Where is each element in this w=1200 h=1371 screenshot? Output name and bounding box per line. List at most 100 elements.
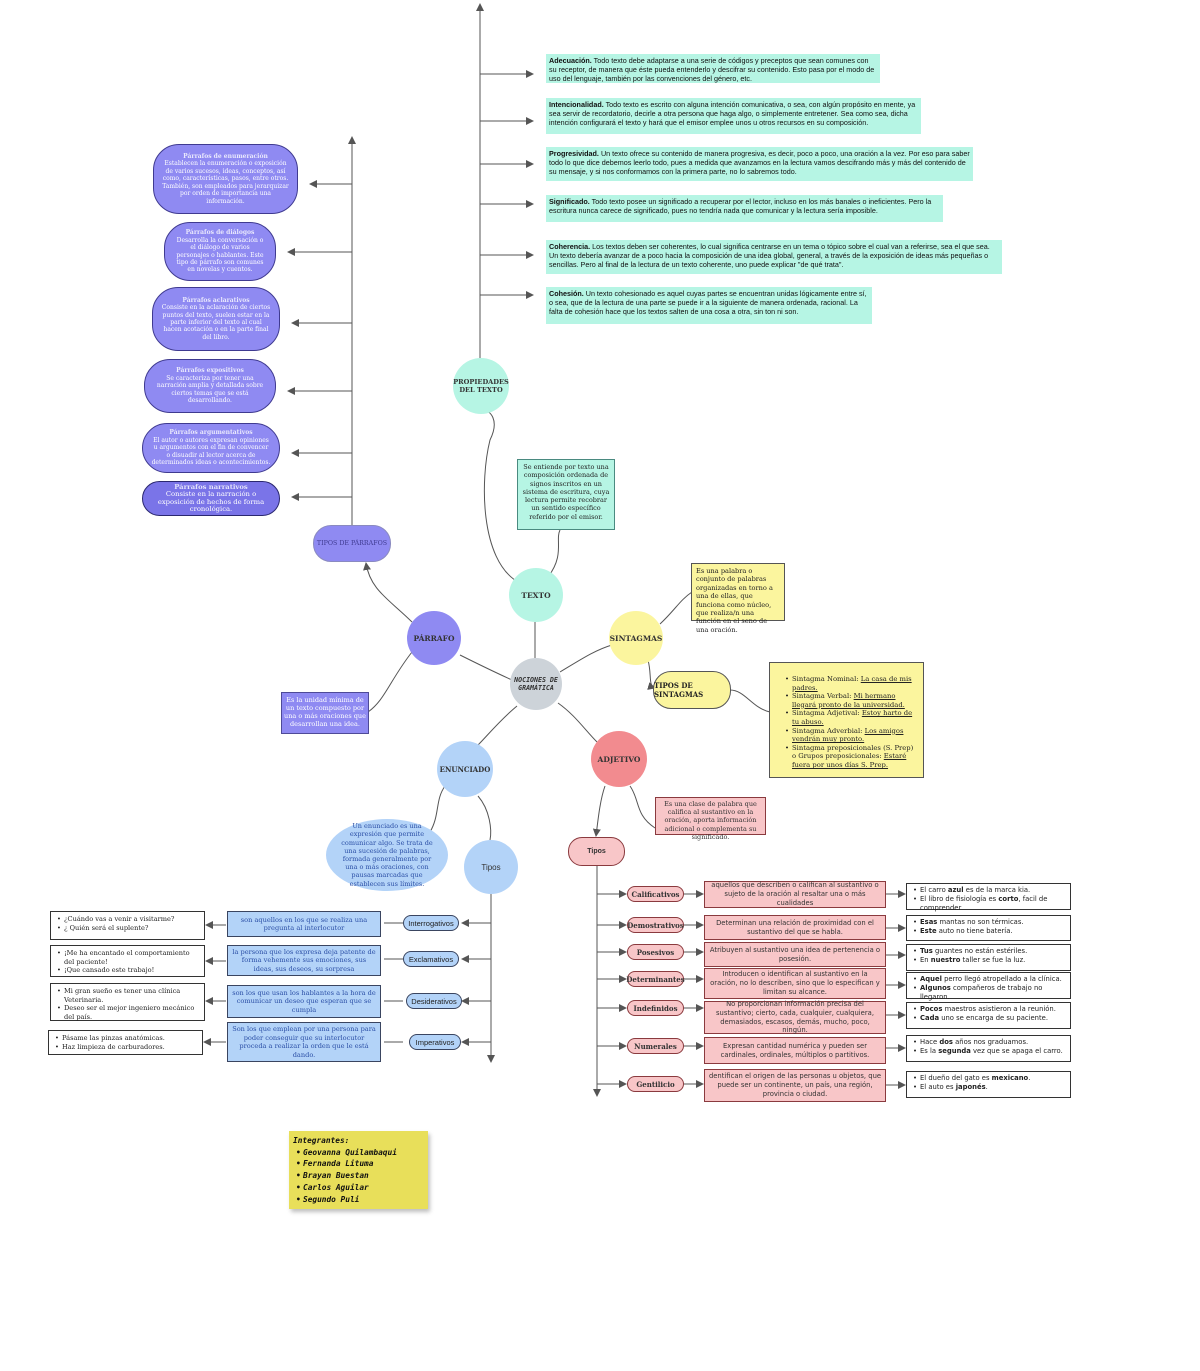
- adjetivo-tipo-4[interactable]: Indefinidos: [627, 1000, 684, 1016]
- enunciado-ejemplos-exclamativos: ¡Me ha encantado el comportamiento del p…: [50, 945, 205, 977]
- adjetivo-desc-text: Expresan cantidad numérica y pueden ser …: [720, 1041, 870, 1059]
- ejemplo-adjetivo: japonés: [955, 1083, 986, 1091]
- ejemplo-texto: uno se encarga de su paciente.: [939, 1014, 1048, 1022]
- adjetivo-desc-text: dentifican el origen de las personas u o…: [708, 1072, 882, 1098]
- ejemplo: ¿Cuándo vas a venir a visitarme?: [57, 915, 199, 924]
- ejemplo-texto: .: [1028, 1074, 1031, 1082]
- parrafo-tipo-title: Párrafos aclarativos: [182, 296, 250, 304]
- ejemplo-adjetivo: Algunos: [920, 984, 951, 992]
- ejemplo-adjetivo: Cada: [920, 1014, 940, 1022]
- sintagma-item: Sintagma Adverbial: Los amigos vendrán m…: [785, 727, 917, 744]
- enunciado-definition-text: Un enunciado es una expresión que permit…: [341, 822, 433, 888]
- enunciado-tipo-exclamativos[interactable]: Exclamativos: [403, 951, 459, 967]
- tipos-parrafos-label: TIPOS DE PÁRRAFOS: [316, 540, 388, 547]
- parrafo-narrativos: Párrafos narrativos Consiste en la narra…: [142, 481, 280, 516]
- ejemplo: Este auto no tiene batería.: [913, 927, 1065, 936]
- tipos-sintagmas-node[interactable]: TIPOS DE SINTAGMAS: [653, 671, 731, 709]
- ejemplo-texto: En: [920, 956, 931, 964]
- adjetivo-tipos-node[interactable]: Tipos: [568, 837, 625, 866]
- ejemplo: El dueño del gato es mexicano.: [913, 1074, 1065, 1083]
- ejemplo-texto: auto no tiene batería.: [936, 927, 1013, 935]
- center-node[interactable]: NOCIONES DE GRAMÁTICA: [510, 658, 562, 710]
- parrafo-tipo-title: Párrafos argumentativos: [169, 429, 253, 437]
- sintagma-example: Mi hermano llegará pronto de la universi…: [792, 692, 905, 709]
- ejemplo: Haz limpieza de carburadores.: [55, 1043, 197, 1052]
- propiedad-cohesion: Cohesión. Un texto cohesionado es aquel …: [546, 287, 872, 324]
- propiedad-term: Adecuación.: [549, 56, 592, 65]
- adjetivo-tipo-2[interactable]: Posesivos: [627, 944, 684, 960]
- sintagma-name: Sintagma Verbal:: [792, 692, 852, 701]
- adjetivo-ejemplos: El carro azul es de la marca kia.El libr…: [906, 883, 1071, 913]
- adjetivo-ejemplos: Tus guantes no están estériles.En nuestr…: [906, 944, 1071, 971]
- adjetivo-tipo-5[interactable]: Numerales: [627, 1038, 684, 1054]
- adjetivo-ejemplos: Aquel perro llegó atropellado a la clíni…: [906, 972, 1071, 1001]
- parrafo-tipo-text: Se caracteriza por tener una narración a…: [156, 374, 264, 405]
- adjetivo-tipo-3[interactable]: Determinantes: [626, 971, 685, 987]
- adjetivo-tipo-label: Determinantes: [626, 974, 685, 984]
- enunciado-tipo-desiderativos[interactable]: Desiderativos: [406, 993, 462, 1009]
- enunciado-tipo-interrogativos[interactable]: Interrogativos: [403, 915, 459, 931]
- ejemplo: Hace dos años nos graduamos.: [913, 1038, 1065, 1047]
- enunciado-label: ENUNCIADO: [439, 764, 491, 774]
- parrafo-label: PÁRRAFO: [413, 633, 455, 643]
- adjetivo-node[interactable]: ADJETIVO: [591, 731, 647, 787]
- adjetivo-desc: No proporcionan información precisa del …: [704, 1000, 886, 1034]
- ejemplo-adjetivo: dos: [939, 1038, 953, 1046]
- ejemplo-texto: El auto es: [920, 1083, 956, 1091]
- propiedad-term: Progresividad.: [549, 149, 599, 158]
- texto-label: TEXTO: [521, 590, 551, 600]
- propiedad-term: Intencionalidad.: [549, 100, 604, 109]
- ejemplo-adjetivo: Aquel: [920, 975, 942, 983]
- sintagma-example: Estoy harto de tu abuso.: [792, 709, 913, 726]
- enunciado-node[interactable]: ENUNCIADO: [437, 741, 493, 797]
- parrafo-tipo-title: Párrafos de enumeración: [183, 153, 268, 161]
- propiedad-term: Significado.: [549, 197, 590, 206]
- parrafo-node[interactable]: PÁRRAFO: [407, 611, 461, 665]
- ejemplo: Aquel perro llegó atropellado a la clíni…: [913, 975, 1065, 984]
- adjetivo-desc-text: Determinan una relación de proximidad co…: [716, 918, 874, 936]
- propiedad-term: Coherencia.: [549, 242, 591, 251]
- ejemplo-adjetivo: Esas: [920, 918, 938, 926]
- sintagma-item: Sintagma Nominal: La casa de mis padres.: [785, 675, 917, 692]
- propiedades-node[interactable]: PROPIEDADES DEL TEXTO: [453, 358, 509, 414]
- integrante-name: Fernanda Lituma: [296, 1158, 424, 1170]
- adjetivo-tipo-6[interactable]: Gentilicio: [627, 1076, 684, 1092]
- parrafo-enumeracion: Párrafos de enumeración Establecen la en…: [153, 144, 298, 214]
- propiedad-coherencia: Coherencia. Los textos deben ser coheren…: [546, 240, 1002, 274]
- ejemplo-texto: es de la marca kia.: [963, 886, 1031, 894]
- ejemplo-texto: compañeros de trabajo no llegaron.: [920, 984, 1043, 1001]
- sintagmas-node[interactable]: SINTAGMAS: [609, 611, 663, 665]
- sintagma-item: Sintagma Adjetival: Estoy harto de tu ab…: [785, 709, 917, 726]
- parrafo-argumentativos: Párrafos argumentativos El autor o autor…: [142, 423, 280, 473]
- adjetivo-tipo-1[interactable]: Demostrativos: [627, 917, 684, 933]
- ejemplo: ¡Me ha encantado el comportamiento del p…: [57, 949, 199, 966]
- enunciado-tipo-label: Desiderativos: [411, 996, 457, 1006]
- enunciado-desc-imperativos: Son los que emplean por una persona para…: [227, 1022, 381, 1062]
- ejemplo-texto: .: [985, 1083, 988, 1091]
- ejemplo: En nuestro taller se fue la luz.: [913, 956, 1065, 965]
- adjetivo-tipo-0[interactable]: Calificativos: [627, 886, 684, 902]
- integrante-name: Geovanna Quilambaqui: [296, 1147, 424, 1159]
- enunciado-tipos-node[interactable]: Tipos: [464, 840, 518, 894]
- sintagma-name: Sintagma Adjetival:: [792, 709, 860, 718]
- ejemplo: El libro de fisiología es corto, facil d…: [913, 895, 1065, 913]
- ejemplo-texto: guantes no están estériles.: [932, 947, 1028, 955]
- ejemplo: Mi gran sueño es tener una clínica Veter…: [57, 987, 199, 1004]
- texto-node[interactable]: TEXTO: [509, 568, 563, 622]
- adjetivo-desc: dentifican el origen de las personas u o…: [704, 1069, 886, 1102]
- parrafo-tipo-text: Consiste en la aclaración de ciertos pun…: [161, 304, 271, 341]
- ejemplo: Pocos maestros asistieron a la reunión.: [913, 1005, 1065, 1014]
- ejemplo-texto: , facil de comprender: [920, 895, 1048, 912]
- enunciado-tipos-label: Tipos: [481, 862, 501, 872]
- ejemplo-texto: El carro: [920, 886, 948, 894]
- adjetivo-desc: Determinan una relación de proximidad co…: [704, 915, 886, 940]
- adjetivo-tipo-label: Numerales: [634, 1041, 677, 1051]
- adjetivo-label: ADJETIVO: [597, 754, 641, 764]
- tipos-parrafos-node[interactable]: TIPOS DE PÁRRAFOS: [313, 525, 391, 562]
- ejemplo-texto: Hace: [920, 1038, 940, 1046]
- propiedad-term: Cohesión.: [549, 289, 584, 298]
- enunciado-tipo-imperativos[interactable]: Imperativos: [409, 1034, 461, 1050]
- enunciado-desc-text: Son los que emplean por una persona para…: [232, 1025, 376, 1059]
- enunciado-ejemplos-interrogativos: ¿Cuándo vas a venir a visitarme?¿ Quién …: [50, 911, 205, 940]
- sintagma-name: Sintagma preposicionales (S. Prep) o Gru…: [792, 743, 914, 761]
